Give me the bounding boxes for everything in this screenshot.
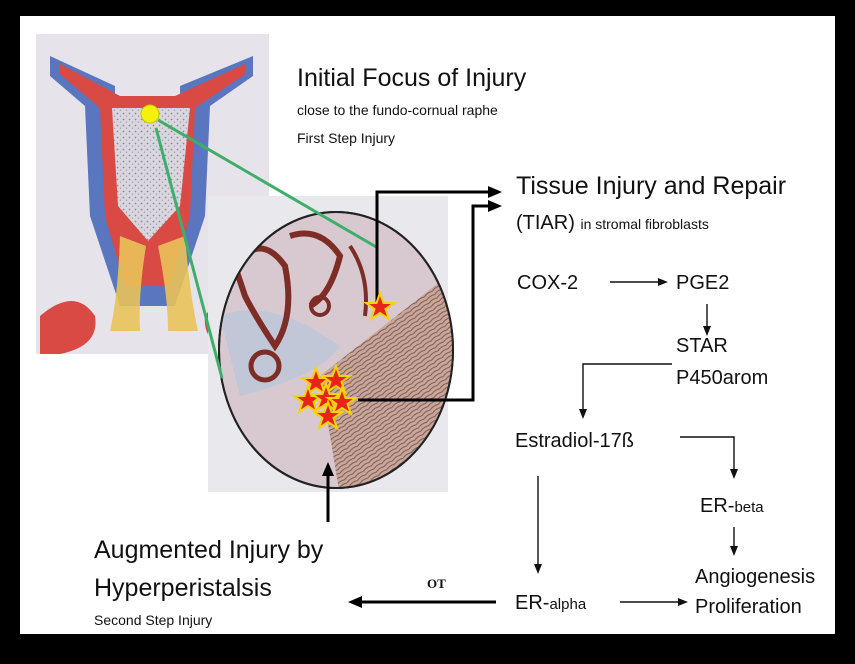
initial-focus-title: Initial Focus of Injury bbox=[297, 64, 526, 93]
diagram-panel: Initial Focus of Injury close to the fun… bbox=[20, 16, 835, 634]
tiar-title: Tissue Injury and Repair bbox=[516, 172, 786, 201]
pge2-node: PGE2 bbox=[676, 272, 729, 295]
tiar-subtitle: (TIAR) in stromal fibroblasts bbox=[516, 212, 709, 235]
p450arom-node: P450arom bbox=[676, 367, 768, 390]
augmented-title-line1: Augmented Injury by bbox=[94, 536, 323, 565]
ot-label: OT bbox=[427, 576, 446, 592]
er-beta-node: ER-beta bbox=[700, 495, 764, 518]
er-alpha-suffix: alpha bbox=[549, 596, 586, 613]
second-step-label: Second Step Injury bbox=[94, 612, 212, 628]
angiogenesis-node: Angiogenesis bbox=[695, 566, 815, 589]
tissue-section-illustration bbox=[208, 196, 460, 496]
star-node: STAR bbox=[676, 335, 728, 358]
er-alpha-prefix: ER- bbox=[515, 592, 549, 614]
er-beta-prefix: ER- bbox=[700, 495, 734, 517]
cox2-node: COX-2 bbox=[517, 272, 578, 295]
tiar-abbr: (TIAR) bbox=[516, 212, 575, 234]
er-beta-suffix: beta bbox=[734, 499, 763, 516]
initial-focus-location: close to the fundo-cornual raphe bbox=[297, 102, 498, 118]
estradiol-node: Estradiol-17ß bbox=[515, 430, 634, 453]
proliferation-node: Proliferation bbox=[695, 596, 802, 619]
augmented-title-line2: Hyperperistalsis bbox=[94, 574, 272, 603]
tiar-detail: in stromal fibroblasts bbox=[580, 216, 708, 232]
er-alpha-node: ER-alpha bbox=[515, 592, 586, 615]
first-step-label: First Step Injury bbox=[297, 130, 395, 146]
